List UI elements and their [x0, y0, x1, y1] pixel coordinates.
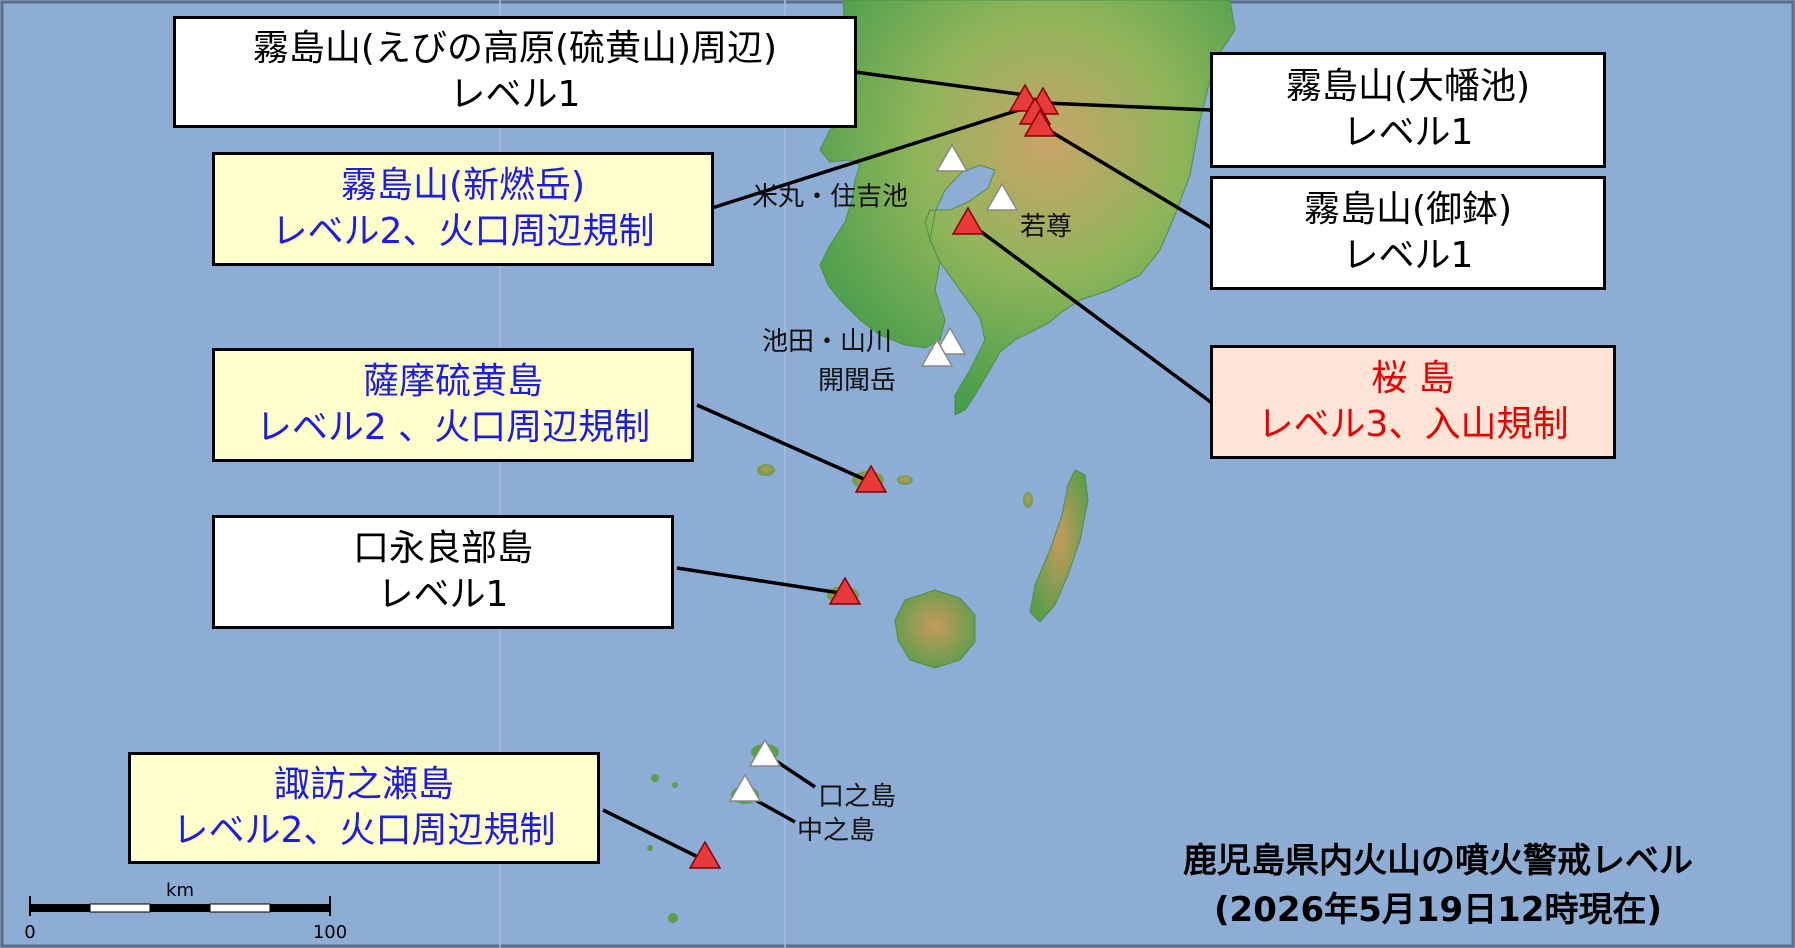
box-sakurajima-name: 桜 島 [1371, 357, 1455, 399]
leader-line-sakurajima [966, 220, 1214, 405]
box-suwanosejima: 諏訪之瀬島 レベル2、火口周辺規制 [128, 752, 600, 864]
volcano-marker-ohachi [1023, 108, 1057, 137]
leader-line-ohachi [1039, 123, 1221, 235]
box-suwanosejima-name: 諏訪之瀬島 [273, 763, 454, 805]
scale-bar-end: 100 [313, 922, 347, 943]
volcano-marker-sakurajima [951, 206, 985, 235]
box-satsuma-iojima: 薩摩硫黄島 レベル2 、火口周辺規制 [212, 348, 694, 462]
island [651, 774, 659, 782]
leader-line-suwanosejima [602, 808, 701, 860]
scale-bar-segment [30, 904, 90, 912]
label-nakanoshima: 中之島 [797, 816, 876, 846]
box-shinmoedake-name: 霧島山(新燃岳) [340, 164, 586, 206]
box-ebino: 霧島山(えびの高原(硫黄山)周辺) レベル1 [173, 16, 857, 128]
box-sakurajima: 桜 島 レベル3、入山規制 [1210, 345, 1616, 459]
island [672, 782, 678, 788]
volcano-markers-active [688, 83, 1060, 869]
box-kuchinoerabujima: 口永良部島 レベル1 [212, 515, 674, 629]
box-ebino-level: レベル1 [449, 74, 581, 115]
box-ohachiike-level: レベル1 [1342, 112, 1474, 153]
label-kaimondake: 開聞岳 [818, 366, 897, 396]
label-wakamiko: 若尊 [1020, 212, 1073, 242]
volcano-marker-yonemaru [935, 143, 969, 172]
box-sakurajima-level: レベル3、入山規制 [1257, 404, 1569, 445]
volcano-marker-suwanosejima [688, 840, 722, 869]
scale-bar-segment [209, 903, 271, 913]
scale-bar-segment [150, 904, 210, 912]
box-ebino-name: 霧島山(えびの高原(硫黄山)周辺) [252, 27, 778, 69]
label-ikeda: 池田・山川 [762, 327, 893, 357]
leader-line-ohachiike [1044, 101, 1211, 112]
island-takeshima [757, 464, 775, 476]
island [897, 475, 913, 485]
map-title-line2: (2026年5月19日12時現在) [1214, 890, 1662, 930]
box-suwanosejima-level: レベル2、火口周辺規制 [172, 810, 556, 851]
map-title: 鹿児島県内火山の噴火警戒レベル (2026年5月19日12時現在) [1108, 833, 1768, 931]
box-ohachiike: 霧島山(大幡池) レベル1 [1210, 52, 1606, 168]
leader-line-kuchinoerabujima [676, 566, 841, 595]
island [647, 845, 653, 851]
leader-line-ebino [854, 70, 1026, 97]
island-yakushima [894, 589, 976, 669]
leader-line-shinmoedake [711, 106, 1026, 210]
island-tanegashima [1029, 469, 1089, 623]
island [668, 913, 678, 923]
volcano-marker-kuchinoerabujima [828, 576, 862, 605]
volcano-markers-other [728, 143, 1019, 802]
scale-bar-segment [270, 904, 330, 912]
volcano-marker-wakamiko [985, 182, 1019, 211]
box-ohachiike-name: 霧島山(大幡池) [1285, 65, 1531, 107]
leader-lines [602, 70, 1221, 860]
box-shinmoedake-level: レベル2、火口周辺規制 [271, 211, 655, 252]
kyushu-mainland [819, 0, 1236, 416]
map-title-line1: 鹿児島県内火山の噴火警戒レベル [1183, 841, 1693, 881]
scale-bar-start: 0 [24, 922, 35, 943]
box-kuchinoerabujima-level: レベル1 [377, 574, 509, 615]
volcano-marker-kaimondake [920, 338, 954, 367]
box-kuchinoerabujima-name: 口永良部島 [352, 527, 533, 569]
volcano-marker-kuchinoshima [748, 738, 782, 767]
volcano-marker-satsuma-iojima [854, 464, 888, 493]
volcano-marker-nakanoshima [728, 773, 762, 802]
label-yonemaru: 米丸・住吉池 [752, 182, 909, 212]
label-kuchinoshima: 口之島 [818, 782, 897, 812]
box-shinmoedake: 霧島山(新燃岳) レベル2、火口周辺規制 [212, 152, 714, 266]
box-ohachi: 霧島山(御鉢) レベル1 [1210, 176, 1606, 290]
box-ohachi-level: レベル1 [1342, 235, 1474, 276]
scale-bar: km 0 100 [24, 880, 347, 943]
volcano-marker-ikeda [933, 326, 967, 355]
box-satsuma-iojima-name: 薩摩硫黄島 [362, 360, 543, 402]
scale-bar-unit: km [166, 880, 194, 901]
island [1023, 492, 1033, 508]
leader-line-satsuma-iojima [696, 403, 867, 482]
box-satsuma-iojima-level: レベル2 、火口周辺規制 [255, 407, 651, 448]
scale-bar-segment [89, 903, 151, 913]
box-ohachi-name: 霧島山(御鉢) [1303, 188, 1513, 230]
